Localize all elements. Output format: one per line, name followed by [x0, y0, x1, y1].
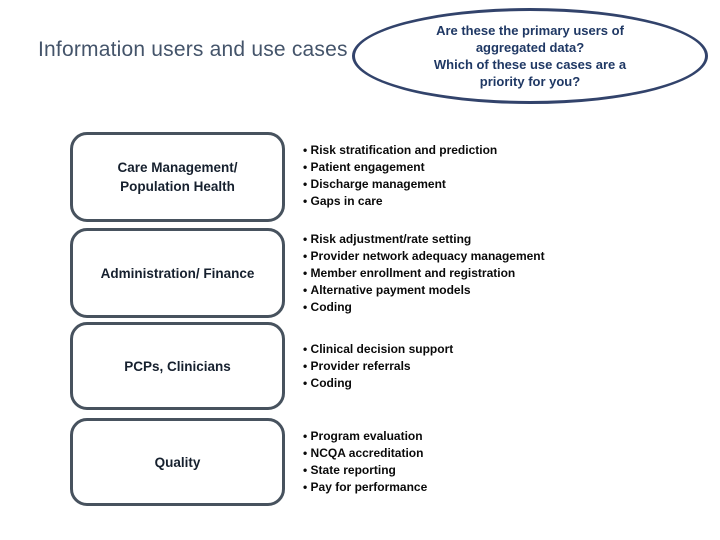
use-case-list-quality: Program evaluation NCQA accreditation St…: [303, 428, 703, 496]
bullet-item: Clinical decision support: [303, 341, 703, 358]
use-case-list-administration-finance: Risk adjustment/rate setting Provider ne…: [303, 231, 703, 316]
bullet-item: Pay for performance: [303, 479, 703, 496]
bullet-item: Discharge management: [303, 176, 703, 193]
bullet-item: Member enrollment and registration: [303, 265, 703, 282]
callout-line: Are these the primary users of: [436, 23, 624, 38]
question-callout-text: Are these the primary users of aggregate…: [434, 22, 626, 90]
use-case-list-pcps-clinicians: Clinical decision support Provider refer…: [303, 341, 703, 392]
callout-line: priority for you?: [479, 74, 581, 89]
bullet-item: Risk adjustment/rate setting: [303, 231, 703, 248]
user-box-label-line: Care Management/: [117, 160, 238, 175]
bullet-item: Patient engagement: [303, 159, 703, 176]
bullet-item: Provider referrals: [303, 358, 703, 375]
user-box-administration-finance: Administration/ Finance: [70, 228, 285, 318]
user-box-label-line: Quality: [154, 454, 201, 470]
user-box-label-line: Administration/ Finance: [100, 265, 255, 281]
bullet-item: NCQA accreditation: [303, 445, 703, 462]
bullet-item: Provider network adequacy management: [303, 248, 703, 265]
callout-line: aggregated data?: [475, 40, 585, 55]
bullet-item: Coding: [303, 375, 703, 392]
user-box-care-management: Care Management/ Population Health: [70, 132, 285, 222]
user-box-label-line: PCPs, Clinicians: [124, 358, 231, 374]
bullet-item: Alternative payment models: [303, 282, 703, 299]
user-box-label-line: Population Health: [120, 179, 235, 194]
user-box-pcps-clinicians: PCPs, Clinicians: [70, 322, 285, 410]
bullet-item: Risk stratification and prediction: [303, 142, 703, 159]
callout-line: Which of these use cases are a: [433, 57, 627, 72]
bullet-item: State reporting: [303, 462, 703, 479]
bullet-item: Coding: [303, 299, 703, 316]
user-box-quality: Quality: [70, 418, 285, 506]
bullet-item: Gaps in care: [303, 193, 703, 210]
use-case-list-care-management: Risk stratification and prediction Patie…: [303, 142, 703, 210]
bullet-item: Program evaluation: [303, 428, 703, 445]
slide-title: Information users and use cases: [38, 38, 348, 61]
question-callout: Are these the primary users of aggregate…: [352, 8, 708, 104]
